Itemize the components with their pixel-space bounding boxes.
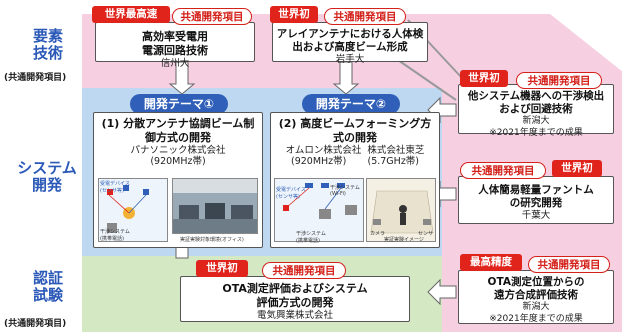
label-interfere1: 干渉システム (携帯電話) (100, 229, 130, 242)
badge-world-first-3: 世界初 (552, 160, 602, 177)
badge-common-1: 共通開発項目 (172, 8, 252, 25)
interference-org: 新潟大 ※2021年度までの成果 (489, 116, 583, 138)
theme1-title: (1) 分散アンテナ協調ビーム制 御方式の開発 (101, 117, 255, 144)
arrow-power-down (168, 61, 196, 95)
badge-highest-precision: 最高精度 (460, 254, 522, 271)
arrow-ota-remote-left (427, 278, 457, 306)
phantom-title: 人体簡易軽量ファントム の研究開発 (478, 184, 594, 210)
badge-world-first-2: 世界初 (460, 70, 508, 87)
badge-common-4: 共通開発項目 (460, 162, 546, 179)
box-phantom: 人体簡易軽量ファントム の研究開発 千葉大 (458, 176, 614, 224)
badge-common-6: 共通開発項目 (262, 262, 346, 279)
section-certification: 認証 試験 (32, 269, 63, 305)
box-ota-remote: OTA測定位置からの 遠方合成評価技術 新潟大 ※2021年度までの成果 (458, 270, 614, 324)
badge-theme-1: 開発テーマ① (130, 94, 228, 114)
theme2-title: (2) 高度ビームフォーミング方 式の開発 (278, 117, 432, 144)
box-array-antenna: アレイアンテナにおける人体検 出および高度ビーム形成 岩手大 (272, 22, 428, 65)
box-power-circuit: 高効率受電用 電源回路技術 信州大 (95, 22, 255, 69)
label-sensor: センサ (418, 231, 434, 237)
section-element-tech: 要素 技術 (32, 27, 63, 63)
badge-common-2: 共通開発項目 (324, 8, 406, 25)
ota-eval-org: 電気興業株式会社 (256, 309, 333, 321)
label-camera: カメラ (370, 231, 386, 237)
badge-common-3: 共通開発項目 (516, 72, 602, 89)
power-circuit-title: 高効率受電用 電源回路技術 (142, 30, 208, 57)
theme2-diagram (274, 178, 364, 242)
theme1-org: パナソニック株式会社 (920MHz帯) (130, 144, 226, 168)
box-ota-eval: OTA測定評価およびシステム 評価方式の開発 電気興業株式会社 (180, 276, 410, 322)
arrow-array-down (332, 61, 360, 95)
ota-eval-title: OTA測定評価およびシステム 評価方式の開発 (222, 282, 368, 309)
array-antenna-title: アレイアンテナにおける人体検 出および高度ビーム形成 (276, 28, 424, 54)
ota-remote-title: OTA測定位置からの 遠方合成評価技術 (487, 276, 585, 302)
label-room2: 実証実験イメージ (384, 237, 424, 243)
room-image (366, 178, 436, 242)
office-photo (172, 178, 258, 234)
label-room1: 実証実験対象環境(オフィス) (180, 237, 244, 243)
section-certification-sub: (共通開発項目) (4, 319, 67, 329)
badge-world-first-1: 世界初 (270, 6, 318, 23)
label-device1: 受電デバイス (センサ等) (100, 181, 130, 194)
label-interfere2: 干渉システム (携帯電話) (296, 231, 326, 244)
ota-remote-org: 新潟大 ※2021年度までの成果 (489, 302, 583, 324)
box-interference: 他システム機器への干渉検出 および回避技術 新潟大 ※2021年度までの成果 (458, 84, 614, 138)
arrow-diag-2 (397, 59, 457, 101)
interference-title: 他システム機器への干渉検出 および回避技術 (467, 90, 605, 116)
power-circuit-org: 信州大 (160, 57, 190, 69)
badge-world-first-4: 世界初 (196, 260, 248, 277)
badge-world-fastest: 世界最高速 (92, 6, 170, 23)
phantom-org: 千葉大 (521, 210, 551, 222)
array-antenna-org: 岩手大 (335, 54, 365, 66)
badge-theme-2: 開発テーマ② (302, 94, 400, 114)
section-system-dev: システム 開発 (17, 159, 77, 195)
theme2-org: オムロン株式会社 株式会社東芝 (920MHz帯) (5.7GHz帯) (285, 144, 425, 168)
theme1-diagram (98, 178, 168, 242)
badge-common-5: 共通開発項目 (528, 256, 610, 273)
section-element-tech-sub: (共通開発項目) (4, 73, 67, 83)
label-wifi: 干渉システム (Wi-Fi) (330, 185, 360, 197)
label-device2: 受電デバイス (センサ等) (276, 187, 306, 200)
